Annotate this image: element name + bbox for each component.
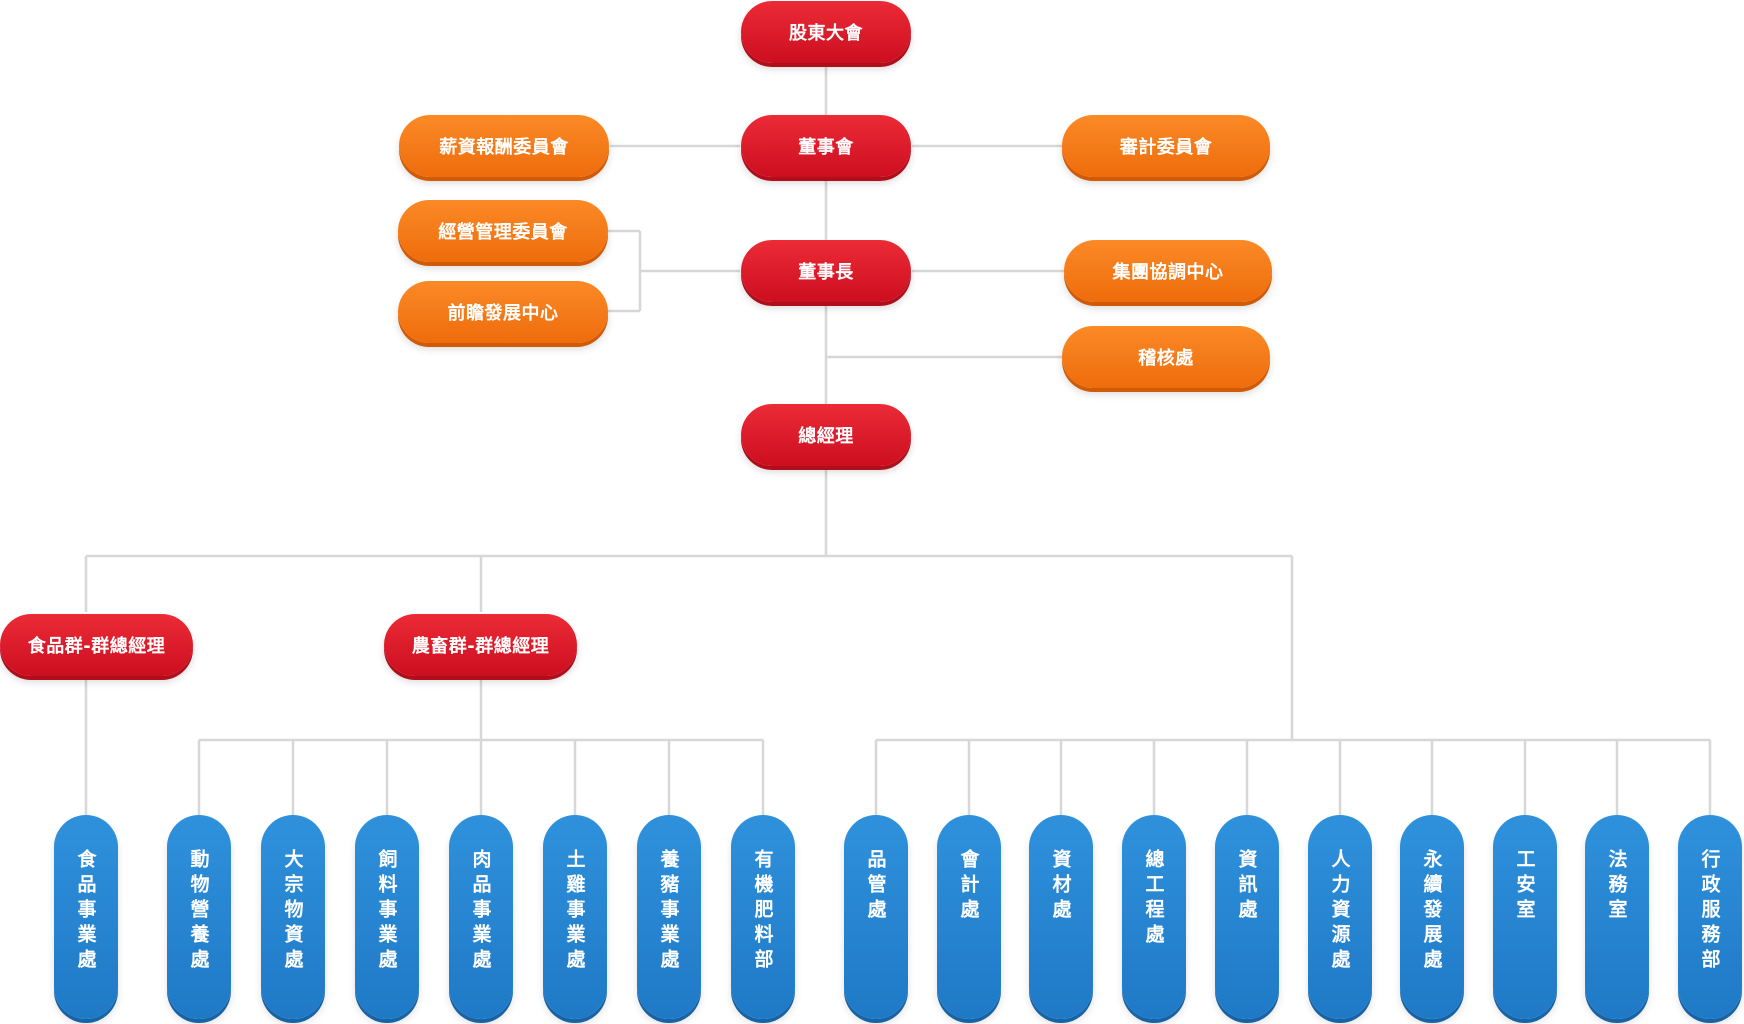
department-pill: 人力資源處 — [1308, 815, 1372, 1019]
management-committee-node: 經營管理委員會 — [398, 200, 608, 262]
department-pill: 永續發展處 — [1400, 815, 1464, 1019]
food-group-node: 食品群-群總經理 — [0, 614, 193, 676]
department-pill: 大宗物資處 — [261, 815, 325, 1019]
department-pill: 食品事業處 — [54, 815, 118, 1019]
general-manager-node: 總經理 — [741, 404, 911, 466]
department-pill: 法務室 — [1585, 815, 1649, 1019]
department-pill: 品管處 — [844, 815, 908, 1019]
shareholders-meeting-node: 股東大會 — [741, 1, 911, 63]
department-pill: 飼料事業處 — [355, 815, 419, 1019]
audit-office-node: 稽核處 — [1062, 326, 1270, 388]
department-pill: 會計處 — [937, 815, 1001, 1019]
department-pill: 工安室 — [1493, 815, 1557, 1019]
department-pill: 養豬事業處 — [637, 815, 701, 1019]
agri-livestock-group-node: 農畜群-群總經理 — [384, 614, 577, 676]
audit-committee-node: 審計委員會 — [1062, 115, 1270, 177]
group-coordination-center-node: 集團協調中心 — [1064, 240, 1272, 302]
compensation-committee-node: 薪資報酬委員會 — [399, 115, 609, 177]
department-pill: 資材處 — [1029, 815, 1093, 1019]
department-pill: 動物營養處 — [167, 815, 231, 1019]
department-pill: 資訊處 — [1215, 815, 1279, 1019]
department-pill: 行政服務部 — [1678, 815, 1742, 1019]
department-pill: 肉品事業處 — [449, 815, 513, 1019]
department-pill: 總工程處 — [1122, 815, 1186, 1019]
department-pill: 有機肥料部 — [731, 815, 795, 1019]
chairman-node: 董事長 — [741, 240, 911, 302]
future-development-center-node: 前瞻發展中心 — [398, 281, 608, 343]
board-of-directors-node: 董事會 — [741, 115, 911, 177]
department-pill: 土雞事業處 — [543, 815, 607, 1019]
